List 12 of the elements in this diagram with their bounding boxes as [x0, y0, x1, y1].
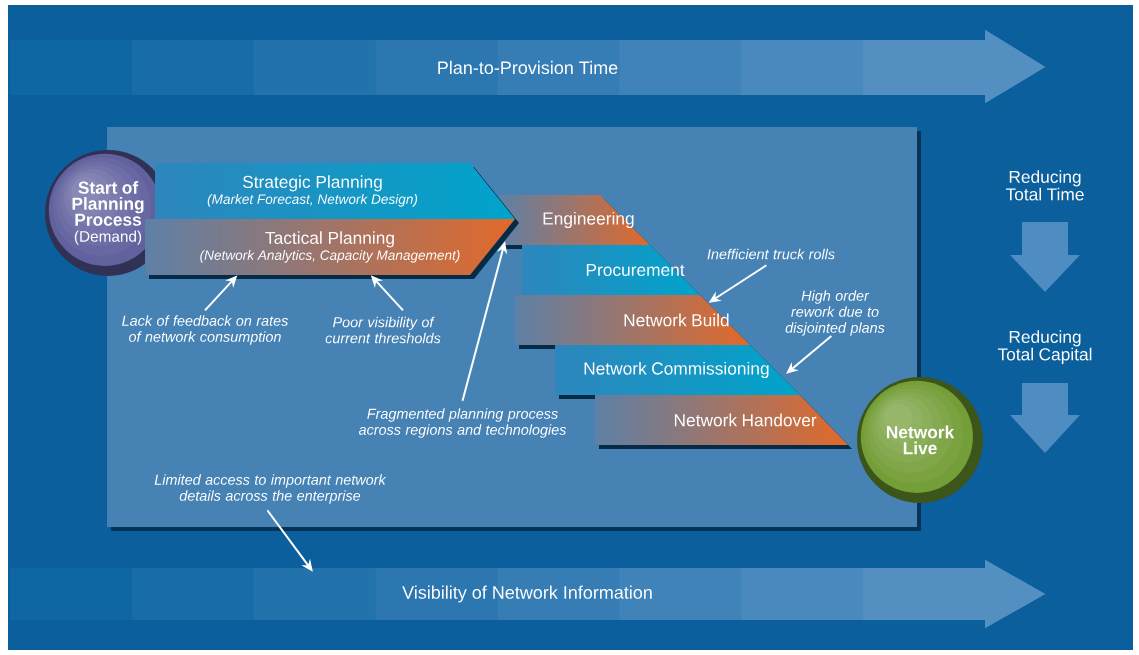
reduction-indicator: Reducing Total Capital	[997, 330, 1092, 453]
callout-text: Fragmented planning process across regions and technologies	[358, 408, 567, 438]
callout-text: Poor visibility of current thresholds	[325, 316, 441, 344]
node-label: Reducing Total Capital	[997, 330, 1092, 364]
process-band: Strategic Planning (Market Forecast, Network Design)	[155, 163, 519, 223]
callout-text: High order rework due to disjointed plans	[785, 290, 885, 336]
callout-text: Lack of feedback on rates of network consumption	[122, 315, 288, 345]
callout-text: Limited access to important network details across the enterprise	[154, 474, 387, 504]
callout-text: Inefficient truck rolls	[707, 248, 835, 260]
node-label: Reducing Total Time	[1005, 170, 1084, 201]
reduction-indicator: Reducing Total Time	[1005, 170, 1084, 292]
process-band: Tactical Planning (Network Analytics, Capacity Management)	[145, 219, 519, 279]
